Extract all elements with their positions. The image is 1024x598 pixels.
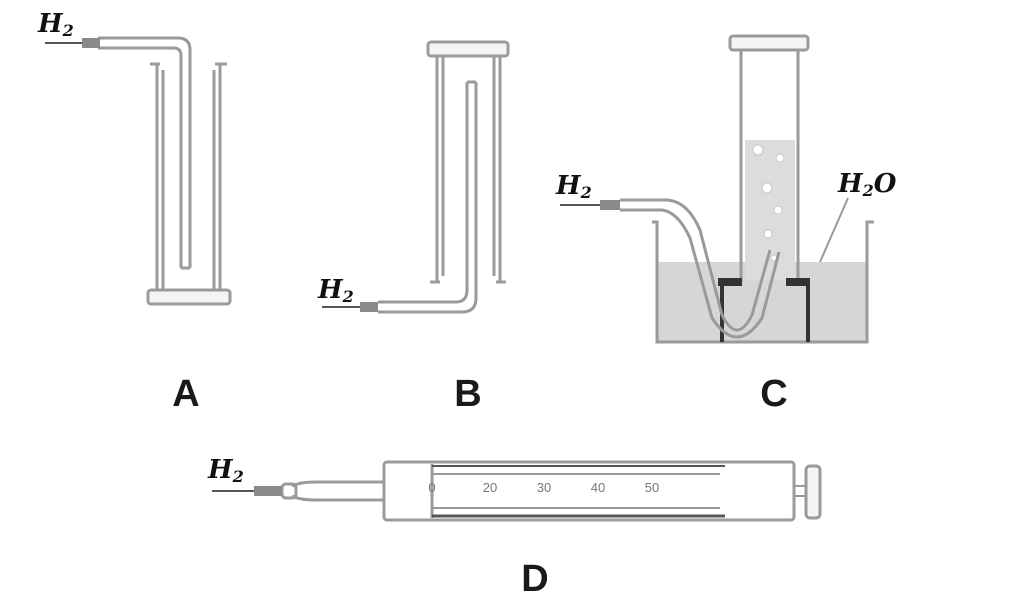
- h2-label-a: H2: [37, 9, 74, 40]
- scale-20: 20: [483, 480, 497, 495]
- h2-label-c: H2: [555, 171, 592, 202]
- trough: [652, 220, 874, 344]
- inverted-cylinder: [728, 34, 810, 282]
- h2-label-d: H2: [207, 455, 244, 486]
- delivery-tube-c: [620, 198, 781, 339]
- delivery-tube-a: [98, 36, 192, 270]
- h2o-pointer: [819, 197, 849, 263]
- syringe-barrel: [382, 460, 796, 522]
- tube-connector-c: [600, 200, 620, 210]
- syringe-plunger: [430, 464, 822, 520]
- gas-jar-a: [146, 62, 232, 306]
- panel-label-b: B: [454, 373, 481, 415]
- scale-0: 0: [428, 480, 435, 495]
- scale-30: 30: [537, 480, 551, 495]
- panel-a: H2 A: [37, 9, 232, 415]
- tube-connector-d: [254, 486, 282, 496]
- h2-label-b: H2: [317, 275, 354, 306]
- panel-c: H2 H2O C: [555, 34, 897, 415]
- tube-connector-b: [360, 302, 378, 312]
- water-in-cylinder: [745, 140, 795, 280]
- scale-50: 50: [645, 480, 659, 495]
- gas-jar-b: [426, 40, 510, 284]
- delivery-tube-b: [378, 80, 478, 314]
- panel-label-d: D: [521, 558, 548, 598]
- h2o-label: H2O: [837, 169, 897, 200]
- syringe-scale: 0 20 30 40 50: [428, 480, 659, 495]
- scale-40: 40: [591, 480, 605, 495]
- panel-label-c: C: [760, 373, 787, 415]
- panel-d: 0 20 30 40 50 H2 D: [207, 455, 822, 598]
- gas-bubbles: [752, 144, 785, 262]
- tube-connector-a: [82, 38, 100, 48]
- panel-label-a: A: [172, 373, 199, 415]
- syringe-nozzle: [280, 480, 384, 502]
- panel-b: H2 B: [317, 40, 510, 415]
